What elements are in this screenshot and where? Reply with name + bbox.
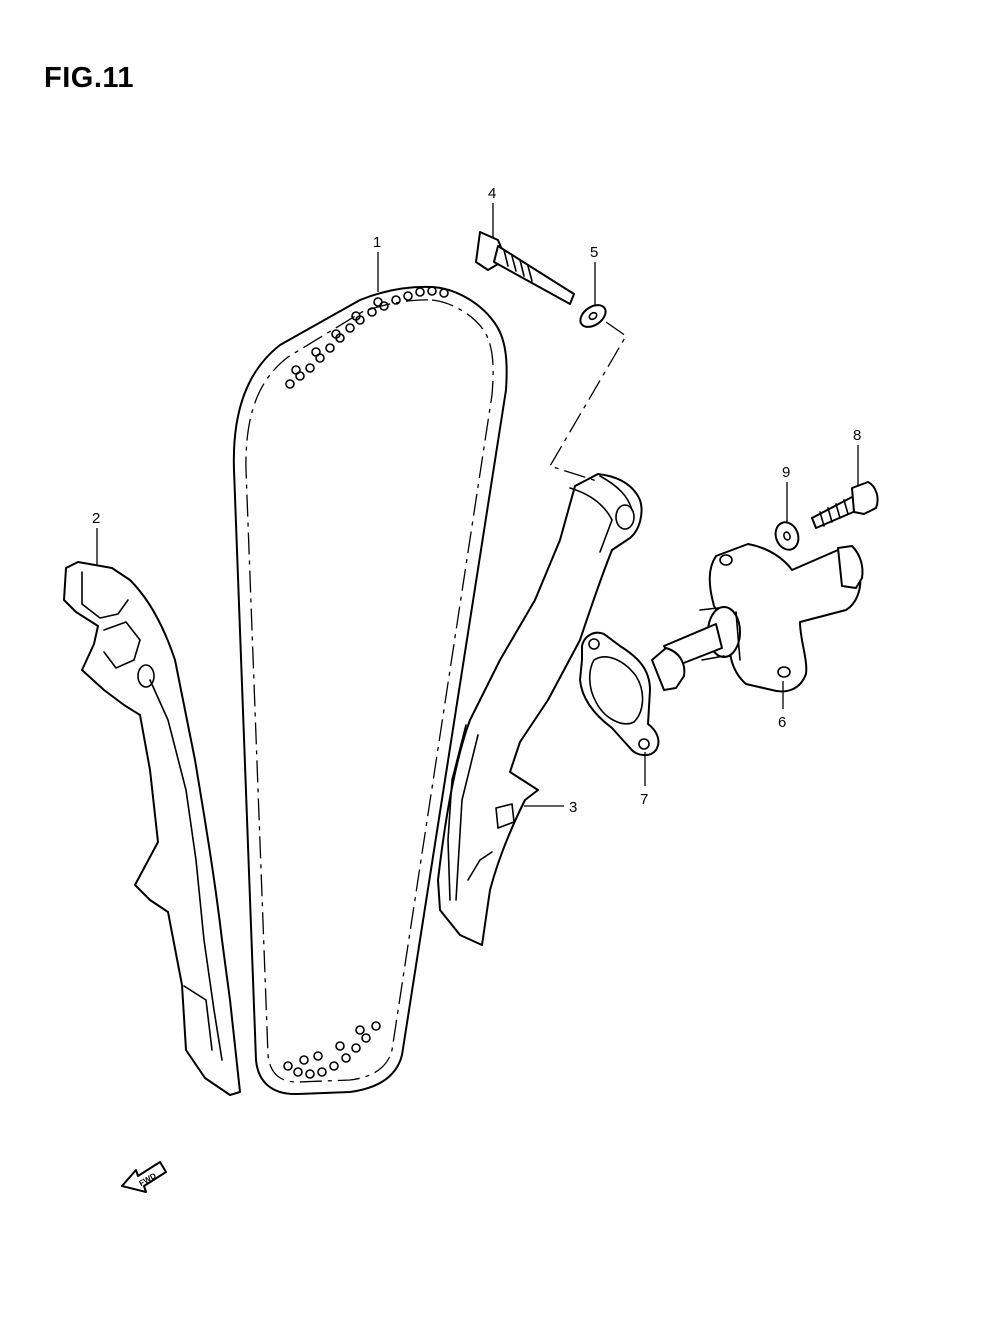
gasket[interactable]	[579, 631, 660, 756]
callout-9: 9	[782, 464, 790, 481]
pivot-bolt[interactable]	[475, 231, 575, 305]
callout-7: 7	[640, 791, 648, 808]
callout-2: 2	[92, 510, 100, 527]
adjuster-bolt[interactable]	[811, 481, 879, 529]
forward-direction-arrow-icon: FWD	[121, 1161, 167, 1193]
figure-title: FIG.11	[44, 62, 135, 94]
callout-6: 6	[778, 714, 786, 731]
callout-4: 4	[488, 185, 496, 202]
chain-tensioner-arm[interactable]	[437, 473, 643, 946]
washer-5[interactable]	[576, 301, 609, 332]
assembly-line	[549, 321, 627, 483]
cam-chain[interactable]	[232, 285, 508, 1096]
chain-guide-front[interactable]	[63, 561, 241, 1096]
chain-tensioner-adjuster[interactable]	[651, 543, 864, 693]
washer-9[interactable]	[772, 519, 802, 553]
callout-5: 5	[590, 244, 598, 261]
callout-3: 3	[569, 799, 577, 816]
callout-8: 8	[853, 427, 861, 444]
leader-lines	[96, 203, 859, 807]
callout-1: 1	[373, 234, 381, 251]
